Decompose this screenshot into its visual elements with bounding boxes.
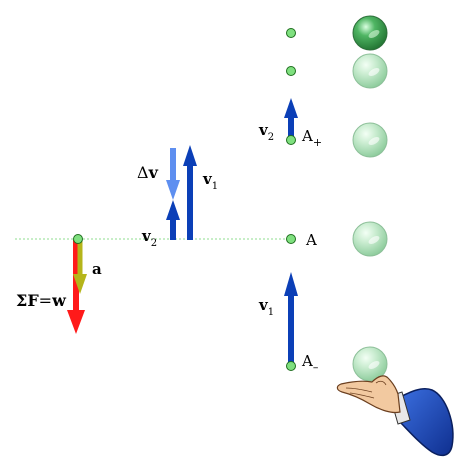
v1-right-arrow [284,272,298,366]
acceleration-label: a [92,260,102,278]
sleeve [397,387,454,457]
delta-v-arrow [166,148,180,200]
ball-a [352,221,388,257]
point-a-minus-label: A– [301,352,319,374]
delta-v-label: Δv [137,163,159,182]
net-force-label: ΣF=w [16,291,67,310]
free-body-point [73,234,83,244]
v1-middle-label: v1 [202,170,218,192]
v2-right-arrow [284,98,298,140]
ball-a-minus [352,346,388,382]
v1-middle-arrow [183,145,197,240]
trajectory-point-upper [286,66,296,76]
throwing-hand-illustration [336,375,454,457]
ball-a-plus [352,122,388,158]
ball-upper [352,53,388,89]
point-a-minus [286,361,296,371]
v2-middle-arrow [166,200,180,240]
v2-middle-label: v2 [141,227,157,249]
v1-right-label: v1 [258,296,274,318]
hand [336,375,401,414]
trajectory-point-top [286,28,296,38]
ball-top [352,15,388,51]
point-a [286,234,296,244]
acceleration-arrow [73,240,87,294]
point-a-label: A [305,231,317,249]
point-a-plus [286,135,296,145]
point-a-plus-label: A+ [301,127,322,149]
v2-right-label: v2 [258,121,274,143]
